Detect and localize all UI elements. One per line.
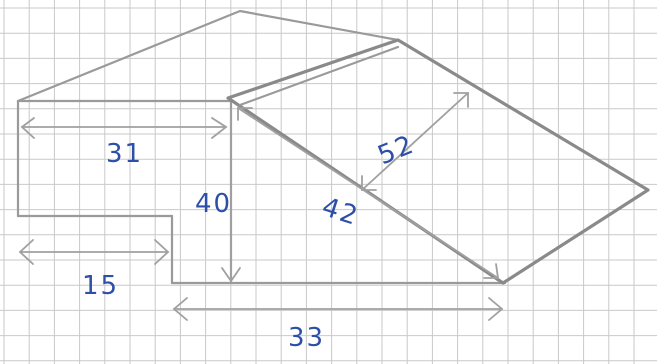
label-15: 15	[82, 271, 119, 301]
dim-42-arrow	[237, 107, 500, 279]
dim-33-arrow	[172, 297, 504, 321]
label-40: 40	[195, 189, 232, 219]
label-42: 42	[318, 192, 363, 232]
dim-31-arrow	[20, 117, 228, 139]
label-31: 31	[106, 139, 143, 169]
label-33: 33	[288, 323, 325, 353]
dim-40-arrow	[221, 107, 241, 283]
dim-15-arrow	[18, 239, 170, 265]
dimension-arrows	[18, 92, 504, 321]
ridge-line	[238, 45, 400, 107]
top-left-slope-line	[16, 9, 400, 103]
dimension-labels: 31 40 15 33 52 42	[82, 130, 419, 353]
slanted-parallelogram-face	[226, 38, 650, 285]
label-52: 52	[374, 130, 420, 172]
